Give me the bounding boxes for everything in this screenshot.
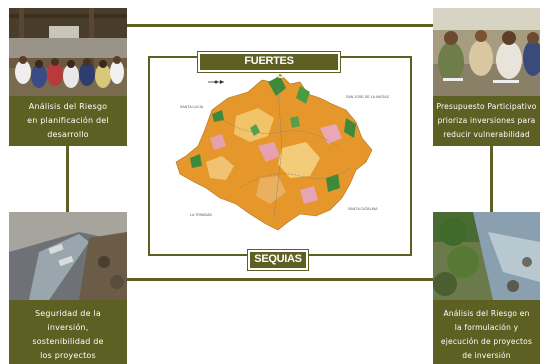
caption-line: ejecución de proyectos bbox=[440, 337, 533, 346]
participants-photo-top-right bbox=[433, 8, 540, 96]
connector-left bbox=[66, 146, 69, 212]
caption-bottom-left: Seguridad de la inversión, sostenibilida… bbox=[9, 300, 127, 364]
town-label: LA TRINIDAD bbox=[190, 213, 213, 217]
caption-line: de inversión bbox=[462, 351, 511, 360]
caption-line: los proyectos bbox=[40, 351, 96, 360]
caption-line: desarrollo bbox=[47, 130, 89, 139]
meeting-photo-top-left bbox=[9, 8, 127, 96]
heavy-rain-label: FUERTES PRECIPITACIONES bbox=[197, 51, 341, 81]
river-image bbox=[433, 212, 540, 300]
caption-line: en planificación del bbox=[27, 116, 109, 125]
connector-top bbox=[126, 24, 434, 27]
participants-photo-image bbox=[433, 8, 540, 96]
town-label: SANTA LUCIA bbox=[180, 105, 204, 109]
town-label: SANTA CATALINA bbox=[348, 207, 378, 211]
connector-bottom bbox=[126, 278, 434, 281]
caption-top-right: Presupuesto Participativo prioriza inver… bbox=[433, 96, 540, 146]
water-channel-photo-bottom-left bbox=[9, 212, 127, 300]
caption-top-left: Análisis del Riesgo en planificación del… bbox=[9, 96, 127, 146]
caption-line: Presupuesto Participativo bbox=[436, 102, 537, 111]
caption-bottom-right: Análisis del Riesgo en la formulación y … bbox=[433, 300, 540, 364]
caption-line: inversión, bbox=[47, 323, 89, 332]
caption-line: prioriza inversiones para bbox=[437, 116, 536, 125]
caption-line: Seguridad de la bbox=[35, 309, 101, 318]
municipality-map: SANTA LUCIA SANTA ROSA DEL PEÑON SAN JOS… bbox=[175, 64, 390, 231]
map-frame: SANTA LUCIA SANTA ROSA DEL PEÑON SAN JOS… bbox=[148, 56, 412, 256]
meeting-photo-image bbox=[9, 8, 127, 96]
caption-line: sostenibilidad de bbox=[32, 337, 104, 346]
north-arrow-icon bbox=[208, 80, 224, 84]
caption-line: Análisis del Riesgo en bbox=[443, 309, 530, 318]
caption-line: la formulación y bbox=[454, 323, 519, 332]
river-photo-bottom-right bbox=[433, 212, 540, 300]
town-label: SAN JOSE DE LA MATIAS bbox=[346, 95, 390, 99]
water-channel-image bbox=[9, 212, 127, 300]
connector-right bbox=[490, 146, 493, 212]
caption-line: Análisis del Riesgo bbox=[28, 102, 108, 111]
caption-line: reducir vulnerabilidad bbox=[443, 130, 530, 139]
drought-label: SEQUIAS bbox=[247, 249, 309, 271]
